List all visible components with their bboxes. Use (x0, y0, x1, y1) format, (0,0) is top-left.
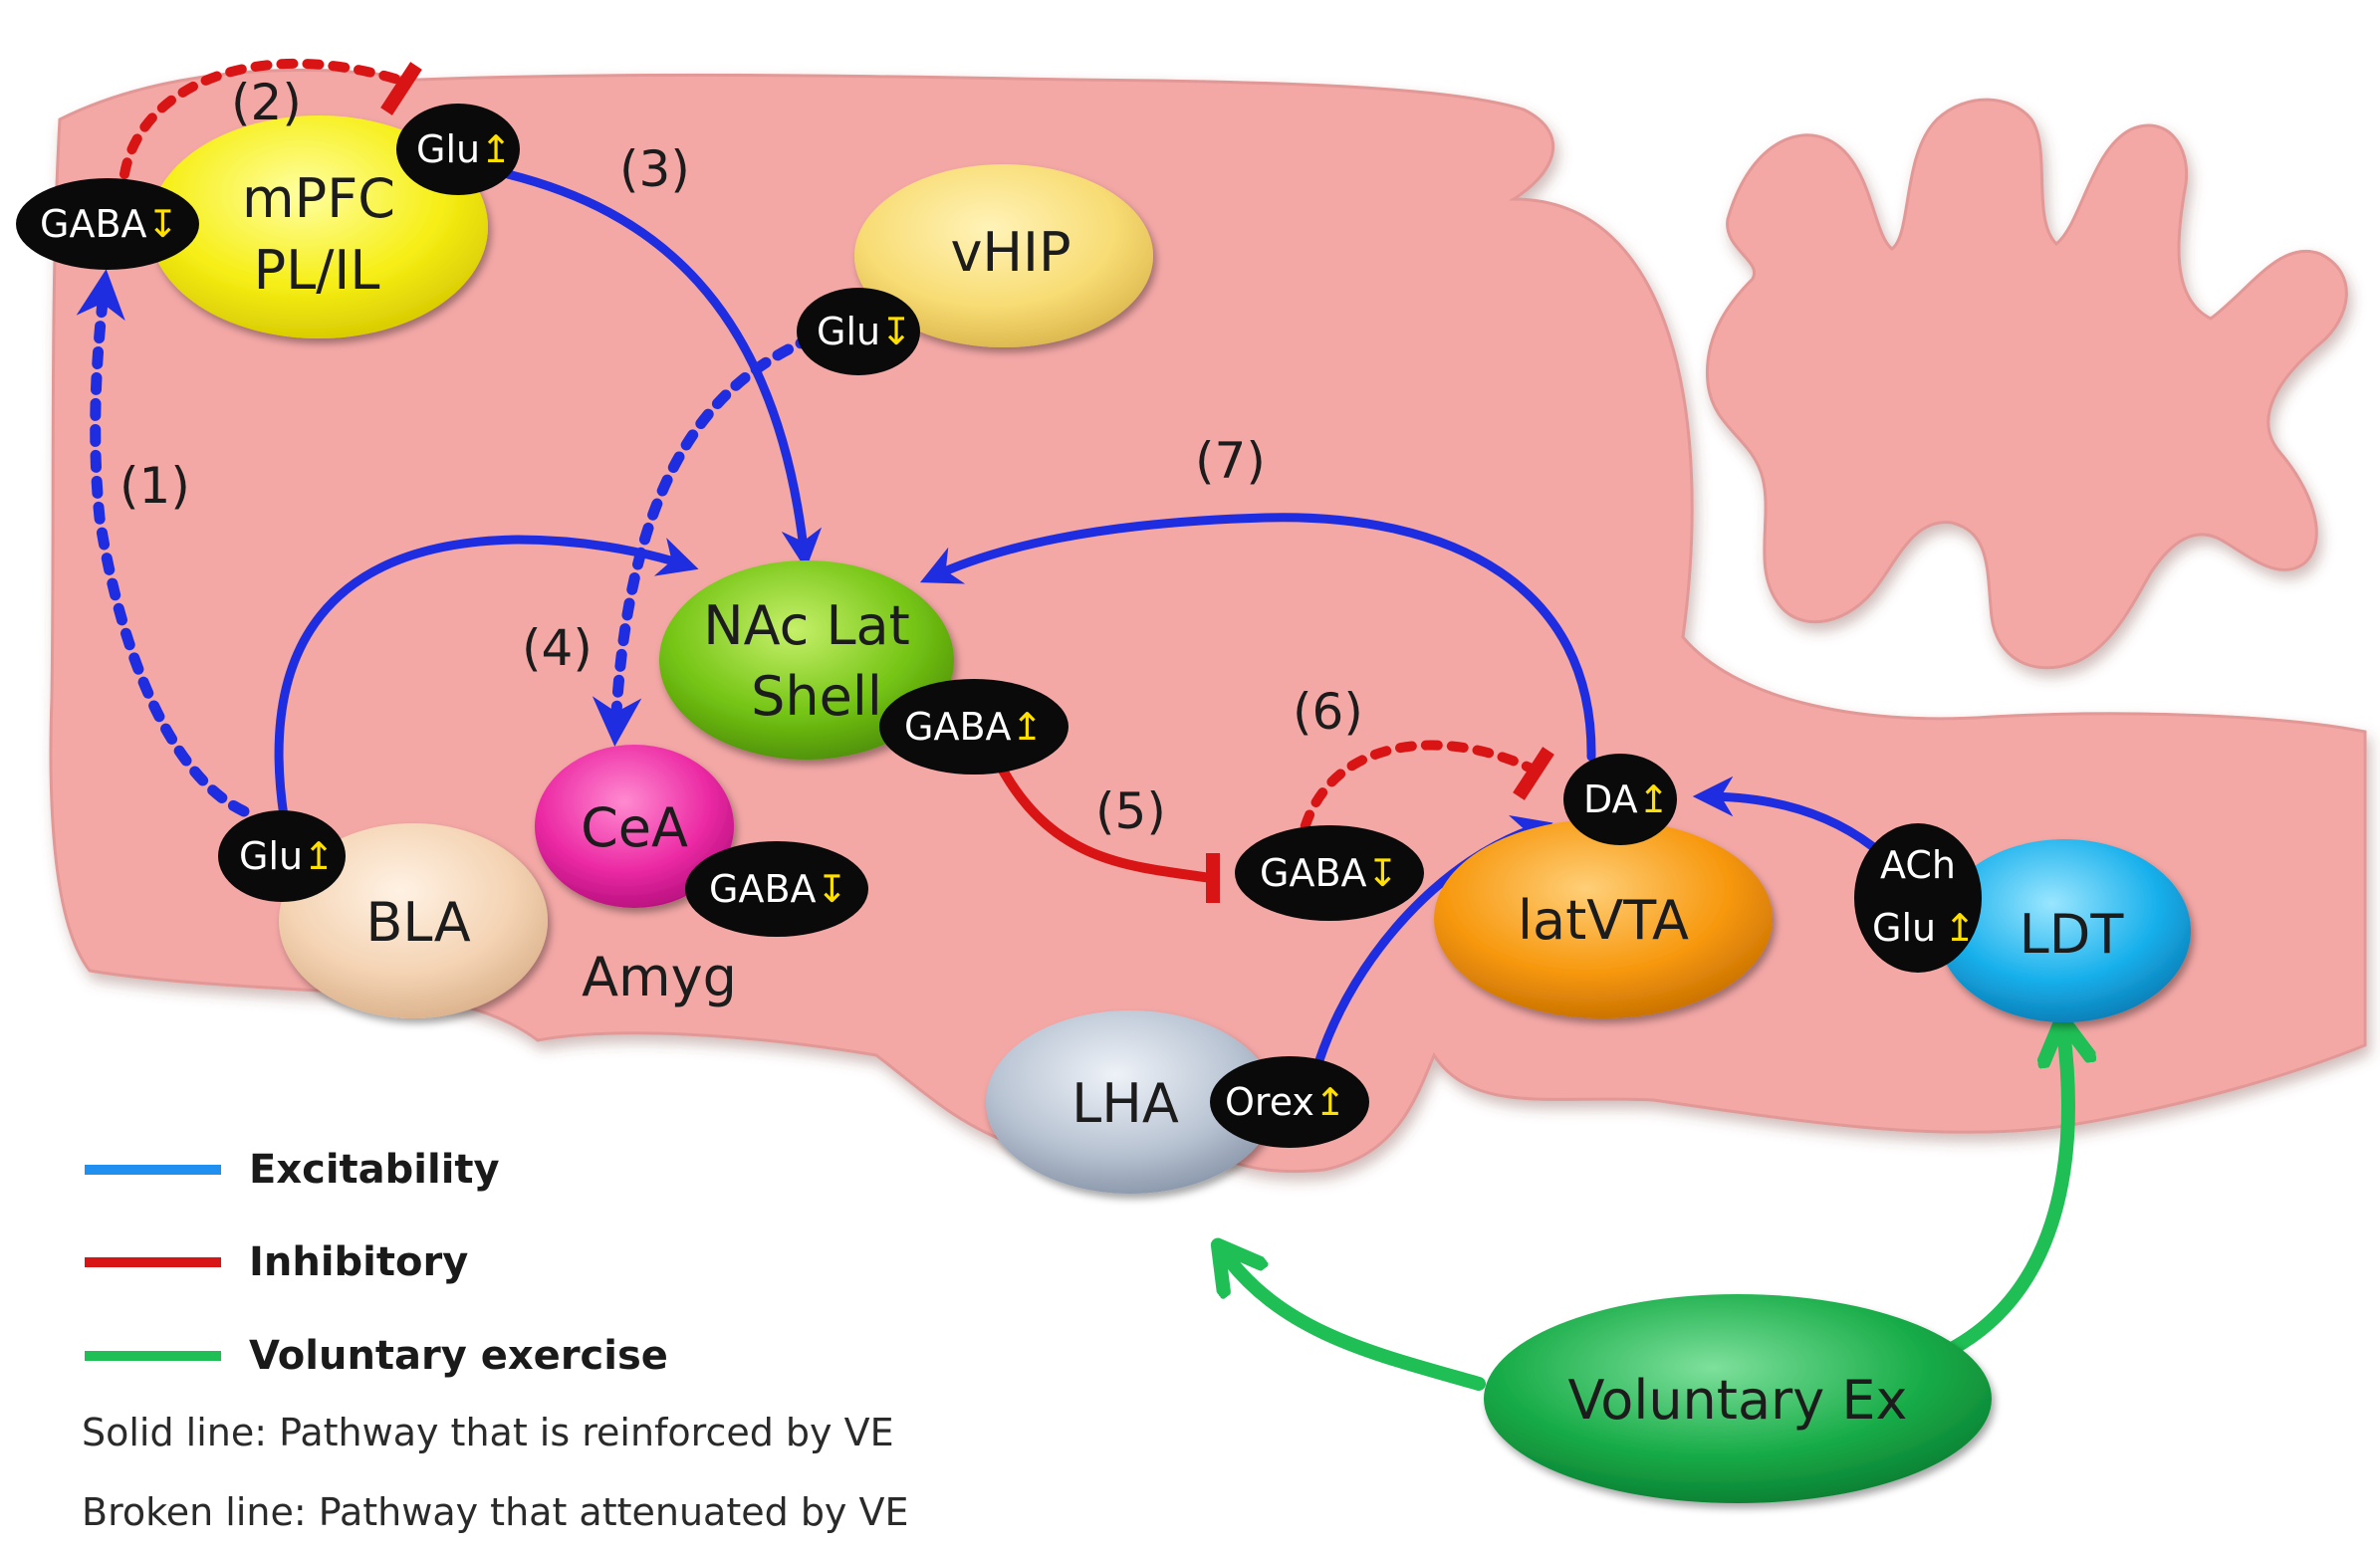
nt-ldt-glu: Glu↥ (1872, 906, 1976, 950)
pathway-bla-to-nac (274, 535, 699, 821)
pathway-7-vta-to-nac (919, 513, 1596, 762)
voluntary-ex-label: Voluntary Ex (1568, 1369, 1908, 1432)
nac-label-1: NAc Lat (703, 594, 910, 657)
cea-label: CeA (581, 796, 688, 859)
pathway-5-number: (5) (1095, 782, 1166, 840)
pathway-2-gaba-to-glu (119, 58, 403, 179)
nt-vta-gaba: GABA↧ (1260, 851, 1398, 895)
nt-nac-gaba: GABA↥ (904, 705, 1043, 749)
nt-bubble-vta-da (1563, 754, 1677, 845)
nac-label-2: Shell (751, 665, 882, 728)
pathway-numbers: (1) (2) (3) (4) (5) (6) (7) (119, 74, 1363, 840)
nt-bubble-mpfc-gaba (16, 178, 199, 270)
vhip-node (854, 164, 1153, 347)
cerebellum-shape (1705, 98, 2348, 670)
nt-bubble-ldt-ach-glu (1854, 823, 1982, 973)
nt-ldt-ach: ACh (1880, 843, 1956, 887)
pathway-2-inhibit-bar (380, 62, 422, 115)
pathway-6-inhibit-bar (1513, 747, 1554, 800)
pathway-2-number: (2) (231, 74, 302, 131)
nt-bubble-vta-gaba (1235, 825, 1424, 921)
voluntary-ex-node (1484, 1294, 1992, 1503)
pathway-6-number: (6) (1293, 683, 1363, 741)
nt-vta-da: DA↥ (1583, 777, 1669, 821)
legend-solid-note: Solid line: Pathway that is reinforced b… (82, 1411, 894, 1454)
legend-broken-note: Broken line: Pathway that attenuated by … (82, 1490, 909, 1534)
nt-vhip-glu: Glu↧ (817, 310, 912, 353)
nt-bubble-cea-gaba (685, 841, 868, 937)
vhip-label: vHIP (950, 221, 1071, 284)
region-nodes: mPFC PL/IL vHIP NAc Lat Shell BLA CeA Am… (149, 115, 2191, 1503)
pathway-5-nac-to-vta (996, 762, 1215, 883)
bla-node (279, 823, 548, 1018)
nt-bubble-vhip-glu (797, 288, 920, 375)
pathway-1-bla-to-mpfc (76, 269, 250, 817)
legend-inhibitory: Inhibitory (249, 1239, 468, 1285)
bla-label: BLA (365, 891, 470, 954)
pathway-3-mpfc-to-nac (503, 169, 823, 570)
pathway-3-number: (3) (619, 140, 690, 198)
pathway-4-vhip-to-cea (592, 333, 818, 747)
legend: Excitability Inhibitory Voluntary exerci… (82, 1147, 909, 1534)
pathway-6-gaba-to-da (1295, 740, 1539, 856)
amyg-label: Amyg (582, 946, 737, 1008)
nt-bubbles: GABA↧ Glu↥ Glu↧ Glu↥ GABA↧ GABA↥ GABA↧ D… (16, 104, 1982, 1148)
nt-bubble-bla-glu (218, 810, 346, 902)
pathway-ldt-to-da (1692, 776, 1877, 851)
pathway-4-number: (4) (522, 619, 593, 677)
lha-node (986, 1010, 1275, 1194)
latvta-node (1434, 819, 1773, 1018)
latvta-label: latVTA (1518, 889, 1689, 952)
nt-bubble-mpfc-glu (396, 104, 520, 195)
nt-cea-gaba: GABA↧ (709, 867, 847, 911)
mpfc-label-2: PL/IL (254, 239, 380, 302)
nt-mpfc-gaba: GABA↧ (40, 202, 178, 246)
nt-mpfc-glu: Glu↥ (416, 127, 512, 171)
lha-label: LHA (1071, 1072, 1179, 1135)
mpfc-node (149, 115, 488, 338)
pathway-vex-to-lha (1225, 1254, 1486, 1391)
nac-node (659, 560, 954, 760)
pathway-7-number: (7) (1195, 432, 1266, 490)
ldt-label: LDT (2020, 903, 2125, 966)
legend-voluntary-exercise: Voluntary exercise (249, 1333, 668, 1379)
nt-bubble-lha-orex (1210, 1056, 1369, 1148)
mpfc-label-1: mPFC (242, 167, 395, 230)
cea-node (535, 745, 734, 908)
nt-bubble-nac-gaba (879, 679, 1069, 775)
nt-lha-orex: Orex↥ (1225, 1080, 1346, 1124)
nt-bla-glu: Glu↥ (239, 834, 335, 878)
legend-excitability: Excitability (249, 1147, 500, 1193)
ldt-node (1938, 839, 2191, 1022)
pathway-1-number: (1) (119, 457, 190, 515)
pathway-vex-to-ldt (1945, 1030, 2068, 1356)
